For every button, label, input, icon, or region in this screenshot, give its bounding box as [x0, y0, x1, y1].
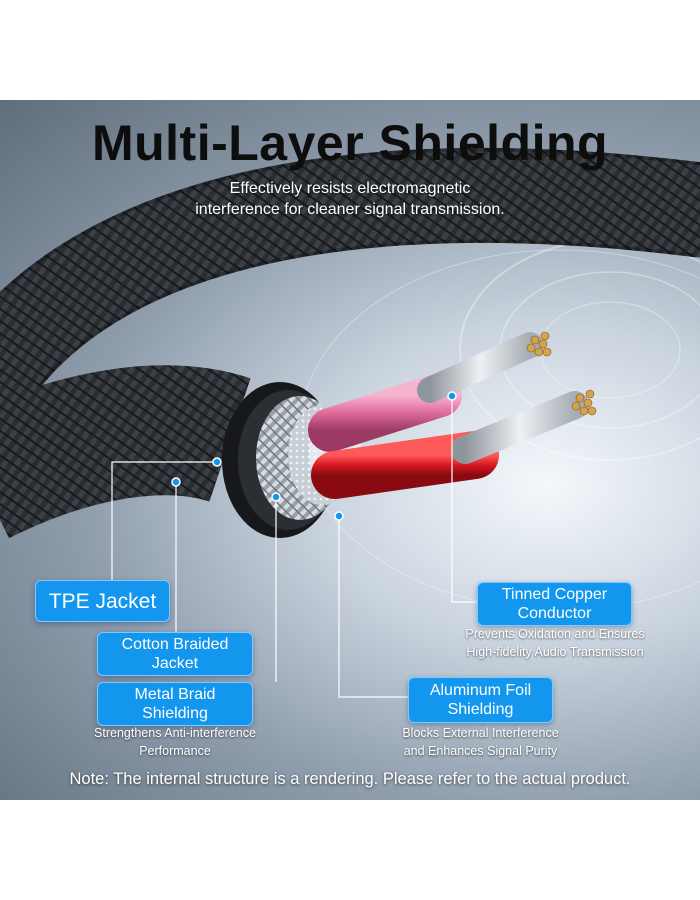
desc-tinned-copper-conductor: Prevents Oxidation and Ensures High-fide… — [465, 627, 645, 659]
desc-metal-braid-shielding: Strengthens Anti-interference Performanc… — [94, 726, 256, 758]
cable-body — [0, 365, 251, 539]
callout-dots — [171, 391, 457, 521]
copper-strands-lower — [451, 391, 589, 464]
label-aluminum-foil-shielding: Aluminum Foil Shielding — [408, 677, 553, 723]
label-tinned-copper-conductor: Tinned Copper Conductor — [477, 582, 632, 626]
page-title: Multi-Layer Shielding — [91, 115, 609, 171]
subtitle: Effectively resists electromagnetic inte… — [195, 180, 505, 218]
strand-tips — [526, 331, 597, 416]
disclaimer-note: Note: The internal structure is a render… — [69, 770, 631, 788]
desc-aluminum-foil-shielding: Blocks External Interference and Enhance… — [402, 726, 559, 758]
product-stage: Multi-Layer Shielding Effectively resist… — [0, 100, 700, 800]
cable-illustration — [0, 147, 700, 698]
pink-wire — [308, 373, 462, 452]
label-tpe-jacket: TPE Jacket — [35, 580, 170, 622]
callout-lines — [111, 396, 477, 698]
label-cotton-braided-jacket: Cotton Braided Jacket — [97, 632, 253, 676]
copper-strands-upper — [417, 332, 543, 403]
label-metal-braid-shielding: Metal Braid Shielding — [97, 682, 253, 726]
